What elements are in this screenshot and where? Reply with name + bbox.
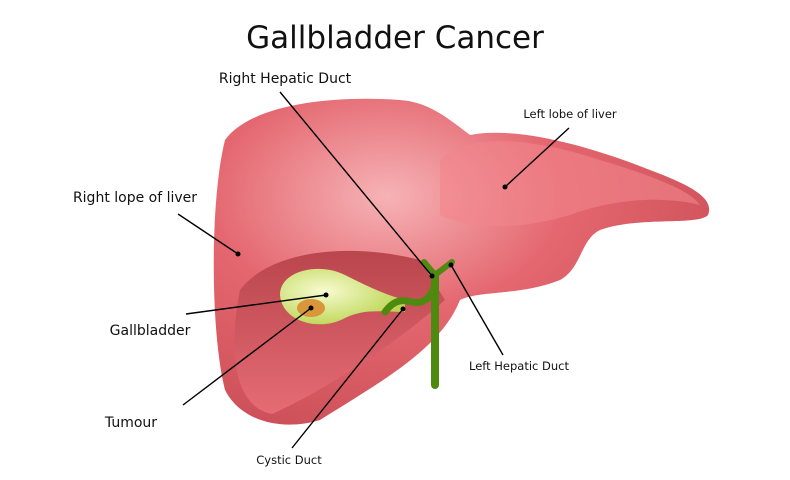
label-tumour: Tumour: [104, 305, 314, 431]
diagram-title: Gallbladder Cancer: [246, 20, 544, 56]
bile-ducts: [381, 259, 455, 389]
svg-text:Left lobe of liver: Left lobe of liver: [523, 107, 617, 121]
svg-text:Gallbladder: Gallbladder: [110, 323, 191, 339]
svg-text:Right Hepatic Duct: Right Hepatic Duct: [219, 71, 352, 87]
left-lobe-highlight: [440, 141, 700, 227]
label-right-hepatic-duct: Right Hepatic Duct: [219, 71, 435, 279]
label-right-lobe: Right lope of liver: [73, 190, 241, 257]
svg-text:Cystic Duct: Cystic Duct: [256, 453, 322, 467]
label-left-lobe: Left lobe of liver: [502, 107, 617, 190]
label-left-hepatic-duct: Left Hepatic Duct: [448, 262, 570, 373]
label-cystic-duct: Cystic Duct: [256, 306, 406, 467]
label-gallbladder: Gallbladder: [110, 292, 329, 339]
svg-text:Right lope of liver: Right lope of liver: [73, 190, 197, 206]
svg-text:Tumour: Tumour: [104, 415, 157, 431]
svg-text:Left Hepatic Duct: Left Hepatic Duct: [469, 359, 570, 373]
